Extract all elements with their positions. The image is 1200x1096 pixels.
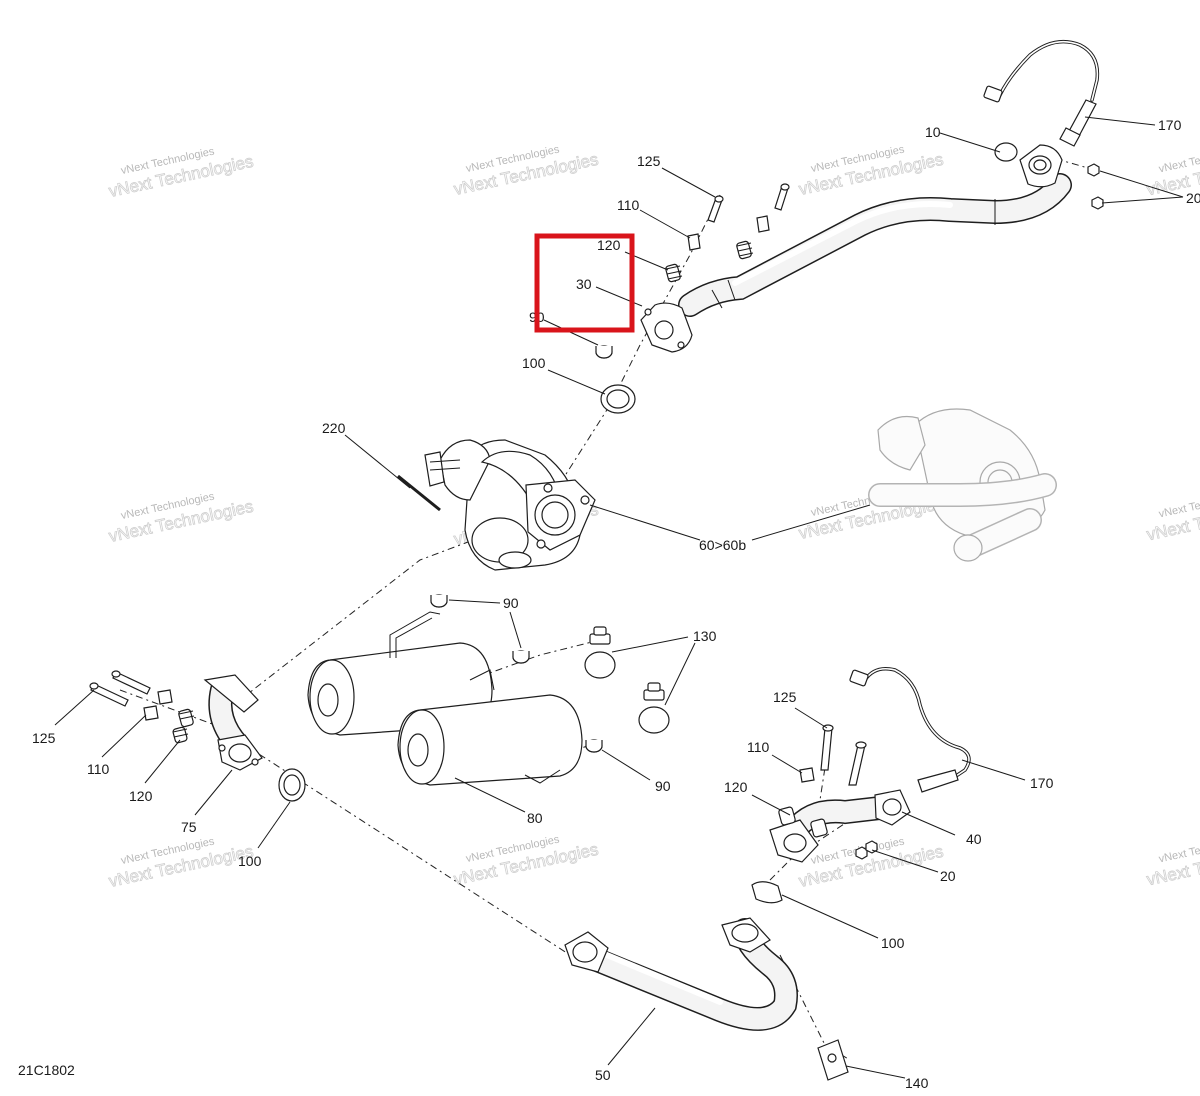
- lower-pipe[interactable]: [564, 917, 798, 1031]
- leader-lines: [54, 116, 1184, 1079]
- callout-110-right: 110: [747, 739, 770, 755]
- callout-90-mid: 90: [503, 595, 519, 611]
- gasket-100-right[interactable]: [751, 881, 783, 904]
- nut-110: [687, 233, 701, 251]
- callout-100-top: 100: [522, 355, 546, 371]
- axis-left-pipe: [244, 744, 571, 956]
- callout-labels: 170 10 20 125 110 120 30 90 100 220 60>6…: [18, 117, 1200, 1091]
- callout-30: 30: [576, 276, 592, 292]
- axis-right-bolts: [819, 734, 831, 801]
- oxygen-sensor-right[interactable]: [849, 667, 971, 793]
- clamps-130[interactable]: [584, 626, 670, 734]
- callout-75: 75: [181, 819, 197, 835]
- callout-60-60b: 60>60b: [699, 537, 746, 553]
- highlight-box: [534, 233, 635, 333]
- nut-110-left: [157, 689, 173, 705]
- callout-220: 220: [322, 420, 346, 436]
- callout-20-right: 20: [940, 868, 956, 884]
- axis-right-pipe: [769, 799, 881, 881]
- callout-110-top: 110: [617, 197, 640, 213]
- callout-100-right: 100: [881, 935, 905, 951]
- manifold-right[interactable]: [769, 789, 911, 863]
- callout-10: 10: [925, 124, 941, 140]
- callout-110-left: 110: [87, 761, 110, 777]
- gasket-220[interactable]: [397, 474, 441, 512]
- callout-50: 50: [595, 1067, 611, 1083]
- gasket-10[interactable]: [994, 142, 1018, 162]
- oxygen-sensor-top[interactable]: [983, 39, 1100, 147]
- callout-125-right: 125: [773, 689, 797, 705]
- callout-80: 80: [527, 810, 543, 826]
- callout-170-right: 170: [1030, 775, 1054, 791]
- studs-left[interactable]: [89, 670, 195, 744]
- axis-muffler-top: [469, 639, 601, 681]
- gasket-100-top[interactable]: [600, 384, 636, 414]
- callout-120-right: 120: [724, 779, 748, 795]
- callout-120-left: 120: [129, 788, 153, 804]
- catalytic-converter[interactable]: [424, 439, 596, 571]
- studs-right[interactable]: [799, 724, 878, 860]
- callout-125-left: 125: [32, 730, 56, 746]
- nuts-20-top[interactable]: [1087, 163, 1104, 210]
- callout-120-top: 120: [597, 237, 621, 253]
- callout-90-low: 90: [655, 778, 671, 794]
- hanger-140[interactable]: [817, 1039, 849, 1081]
- callout-170-top: 170: [1158, 117, 1182, 133]
- head-pipe-upper[interactable]: [640, 144, 1072, 353]
- assembly-axes: [119, 149, 1096, 1061]
- nut-110-right: [799, 767, 815, 783]
- gasket-100-left[interactable]: [278, 768, 306, 802]
- catalytic-converter-variant: [868, 408, 1057, 562]
- callout-100-left: 100: [238, 853, 262, 869]
- diagram-reference-id: 21C1802: [18, 1062, 75, 1078]
- muffler-lower[interactable]: [397, 694, 583, 786]
- callout-20-top: 20: [1186, 190, 1200, 206]
- axis-upper-chain: [239, 194, 721, 701]
- bushings-90-muffler[interactable]: [430, 594, 603, 753]
- bushing-90-top[interactable]: [595, 345, 613, 359]
- callout-130: 130: [693, 628, 717, 644]
- sensor-connector: [983, 85, 1003, 103]
- manifold-left[interactable]: [203, 674, 263, 771]
- studs-top[interactable]: [665, 183, 790, 283]
- callout-125-top: 125: [637, 153, 661, 169]
- callout-40: 40: [966, 831, 982, 847]
- callout-140: 140: [905, 1075, 929, 1091]
